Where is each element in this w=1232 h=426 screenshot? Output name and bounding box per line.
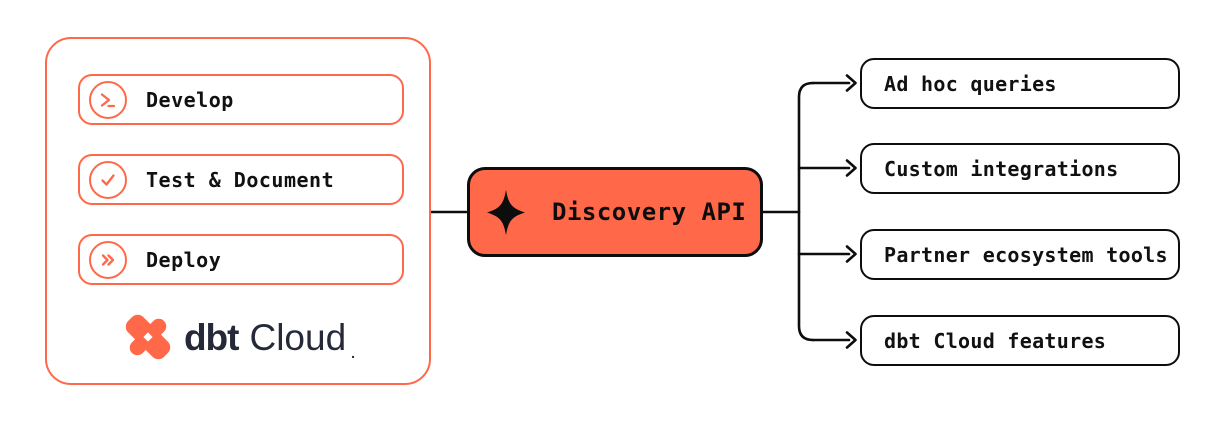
- node-dbt-cloud-features: dbt Cloud features: [860, 315, 1180, 366]
- node-partner-ecosystem-tools-label: Partner ecosystem tools: [884, 242, 1168, 267]
- node-deploy: Deploy: [78, 234, 404, 285]
- node-discovery-api: Discovery API: [467, 167, 763, 257]
- node-custom-integrations: Custom integrations: [860, 143, 1180, 194]
- node-deploy-label: Deploy: [146, 247, 222, 272]
- node-develop: Develop: [78, 74, 404, 125]
- node-partner-ecosystem-tools: Partner ecosystem tools: [860, 229, 1180, 280]
- dbt-cloud-logo: dbt Cloud .: [47, 307, 429, 367]
- node-ad-hoc-queries-label: Ad hoc queries: [884, 71, 1057, 96]
- dbt-logo-mark-icon: [121, 310, 175, 364]
- brand-word-cloud: Cloud: [249, 316, 347, 358]
- node-test-document: Test & Document: [78, 154, 404, 205]
- terminal-icon: [89, 80, 127, 119]
- check-circle-icon: [89, 160, 127, 199]
- node-test-document-label: Test & Document: [146, 167, 335, 192]
- sparkle-icon: [487, 189, 525, 236]
- node-custom-integrations-label: Custom integrations: [884, 156, 1119, 181]
- brand-trademark-dot: .: [351, 345, 356, 361]
- node-develop-label: Develop: [146, 87, 234, 112]
- node-dbt-cloud-features-label: dbt Cloud features: [884, 328, 1107, 353]
- node-discovery-api-label: Discovery API: [552, 198, 747, 226]
- node-ad-hoc-queries: Ad hoc queries: [860, 58, 1180, 109]
- double-chevron-icon: [89, 240, 127, 279]
- brand-word-dbt: dbt: [183, 316, 240, 358]
- dbt-cloud-panel: Develop Test & Document Deploy: [45, 37, 431, 385]
